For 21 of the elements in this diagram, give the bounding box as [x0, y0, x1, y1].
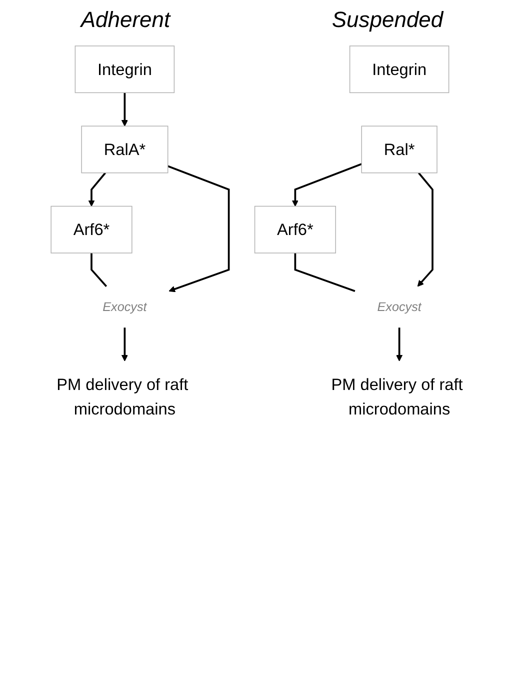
arrow: [121, 92, 128, 126]
node-box: Ral*: [361, 126, 438, 174]
node-text: Exocyst: [377, 300, 422, 314]
connector: [90, 253, 108, 288]
node-text: PM delivery of raft microdomains: [331, 375, 463, 418]
node-box: Arf6*: [254, 206, 336, 254]
arrow: [88, 172, 106, 207]
column-heading: Suspended: [332, 7, 444, 33]
node-box: Arf6*: [50, 206, 132, 254]
arrow: [417, 172, 434, 287]
arrow: [292, 163, 362, 207]
connector: [294, 253, 356, 292]
node-box: RalA*: [81, 126, 168, 174]
node-text: Exocyst: [102, 300, 147, 314]
arrow: [396, 328, 403, 362]
arrow: [168, 165, 230, 292]
node-text: PM delivery of raft microdomains: [56, 375, 188, 418]
node-box: Integrin: [74, 46, 175, 94]
arrow: [121, 328, 128, 362]
column-heading: Adherent: [80, 7, 170, 33]
node-box: Integrin: [349, 46, 450, 94]
